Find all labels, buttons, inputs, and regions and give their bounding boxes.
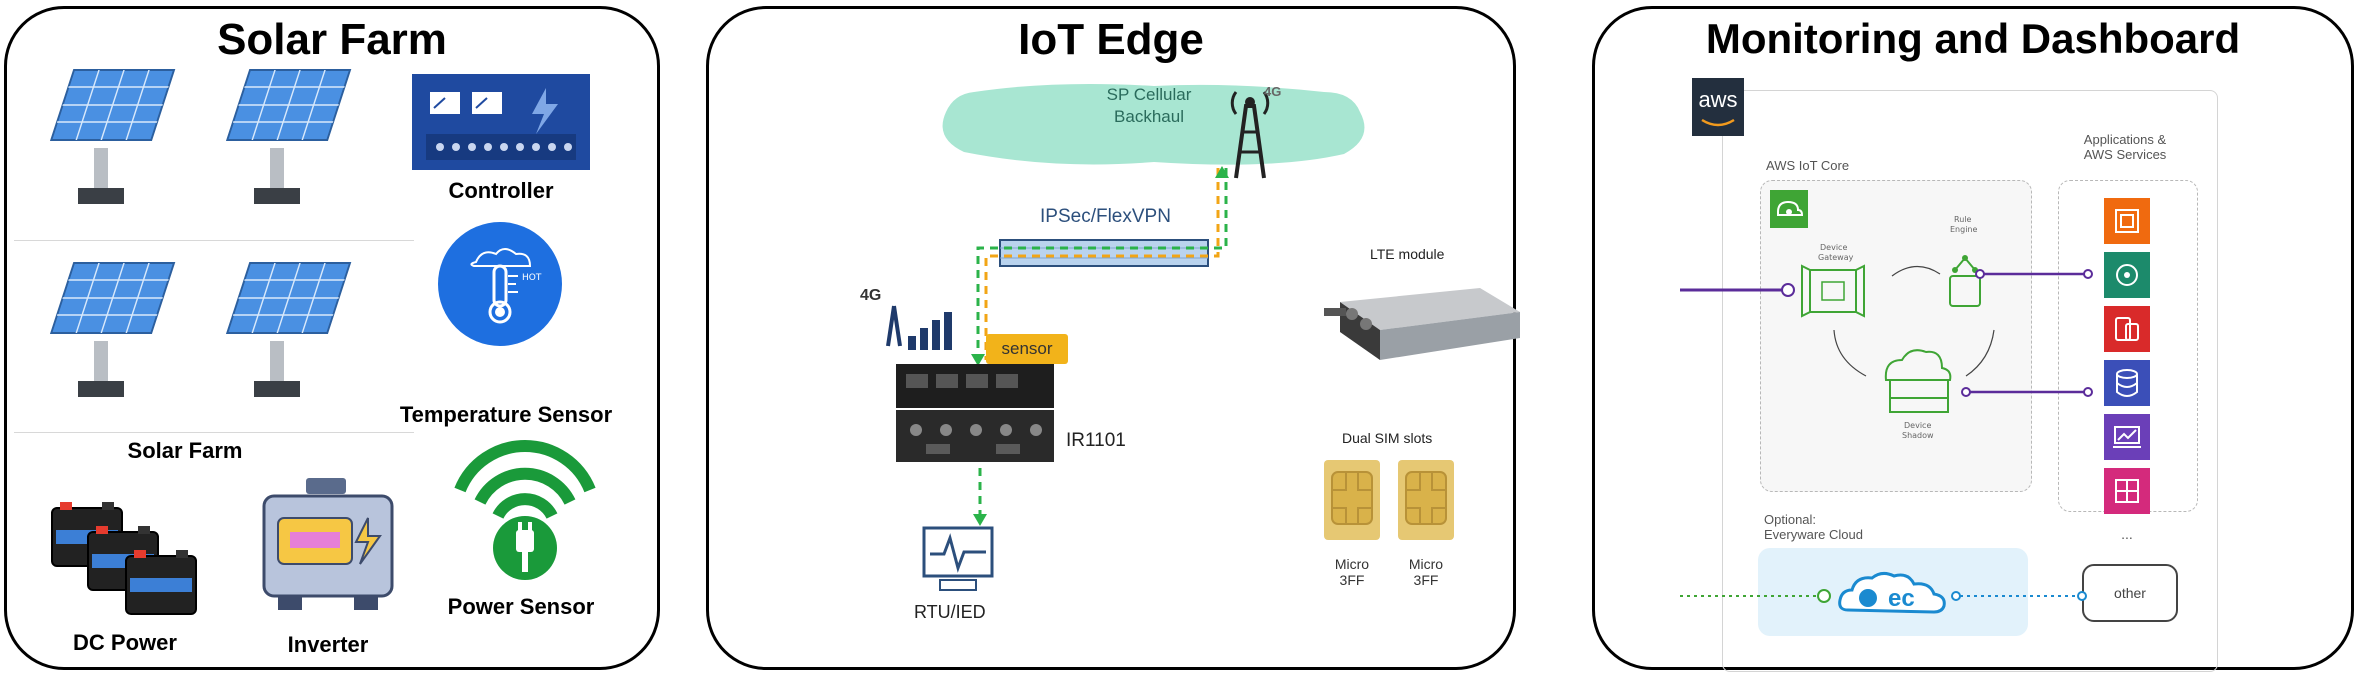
cell-tower-icon: 4G (1230, 84, 1281, 179)
monitoring-title: Monitoring and Dashboard (1705, 15, 2241, 62)
backhaul-label: SP Cellular Backhaul (1106, 85, 1192, 126)
compute-service-icon (2104, 198, 2150, 244)
more-services: ... (2121, 526, 2133, 542)
aws-logo: aws (1692, 78, 1744, 136)
sim2-label: Micro 3FF (1408, 556, 1444, 588)
integration-service-icon (2104, 468, 2150, 514)
power-sensor-icon (454, 439, 596, 580)
sensor-tag: sensor (986, 334, 1068, 364)
controller-label: Controller (448, 178, 554, 203)
controller-icon (412, 74, 590, 170)
lte-signal-badge: 4G (860, 287, 881, 304)
iot-core-label: AWS IoT Core (1766, 158, 1850, 173)
mobile-service-icon (2104, 306, 2150, 352)
iot-core-icon (1770, 190, 1808, 228)
svg-text:Device: Device (1820, 243, 1847, 252)
lte-module-icon (1324, 288, 1520, 360)
svg-text:Gateway: Gateway (1818, 253, 1854, 262)
hot-label: HOT (522, 273, 542, 283)
ec-text: ec (1888, 585, 1915, 612)
analytics-service-icon (2104, 414, 2150, 460)
solar-panel-icon (49, 69, 176, 204)
ir1101-router-icon (896, 364, 1054, 462)
connector-lines: Device Gateway Rule Engine Device Shadow (1680, 215, 2093, 603)
ml-service-icon (2104, 252, 2150, 298)
solar-farm-title: Solar Farm (217, 15, 447, 64)
lte-module-label: LTE module (1370, 246, 1445, 262)
svg-text:Shadow: Shadow (1902, 431, 1934, 440)
optional-label: Optional: Everyware Cloud (1764, 512, 1863, 542)
database-service-icon (2104, 360, 2150, 406)
rtu-ied-icon (922, 526, 994, 591)
ipsec-label: IPSec/FlexVPN (1040, 206, 1171, 227)
dc-power-label: DC Power (73, 630, 177, 655)
solar-panel-icon (49, 262, 176, 397)
rtu-label: RTU/IED (914, 602, 986, 622)
svg-text:Rule: Rule (1954, 215, 1971, 224)
sim-slots-label: Dual SIM slots (1342, 430, 1433, 446)
sim-card-icon (1324, 460, 1380, 540)
aws-cloud-frame (1722, 90, 2218, 672)
svg-text:Device: Device (1904, 421, 1931, 430)
svg-text:Engine: Engine (1950, 225, 1977, 234)
lte-signal-icon: 4G (860, 287, 952, 350)
divider (14, 240, 414, 241)
lte-badge: 4G (1264, 84, 1281, 99)
router-label: IR1101 (1066, 430, 1126, 451)
solar-farm-label: Solar Farm (127, 438, 243, 463)
sim1-label: Micro 3FF (1334, 556, 1370, 588)
power-sensor-label: Power Sensor (447, 594, 595, 619)
iot-core-box (1760, 180, 2032, 492)
sim-card-icon (1398, 460, 1454, 540)
temperature-sensor-label: Temperature Sensor (399, 402, 613, 427)
solar-panel-icon (225, 69, 352, 204)
inverter-icon (262, 478, 394, 610)
divider (14, 432, 414, 433)
solar-panel-icon (225, 262, 352, 397)
vpn-tunnel (999, 239, 1209, 267)
temperature-sensor-icon: HOT (438, 222, 562, 346)
ec-cloud-icon: ec (1838, 571, 1946, 614)
inverter-label: Inverter (287, 632, 369, 657)
battery-icon (51, 502, 197, 615)
applications-label: Applications & AWS Services (2083, 132, 2167, 162)
aws-smile-icon (1701, 118, 1735, 127)
iot-edge-title: IoT Edge (1018, 15, 1204, 64)
